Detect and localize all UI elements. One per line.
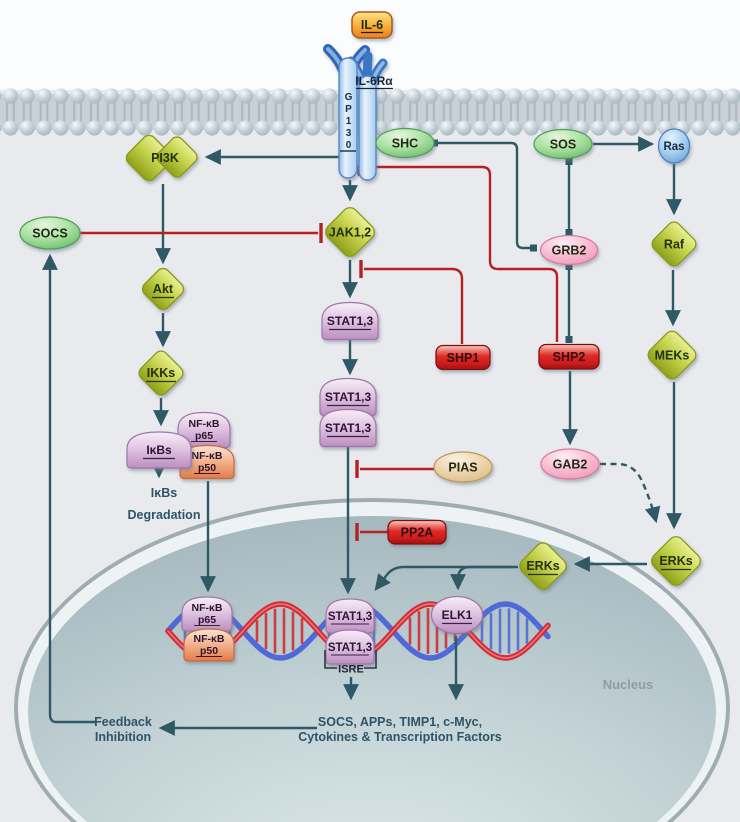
node-stat-dimer-bottom: STAT1,3 <box>319 408 377 448</box>
shp1-label: SHP1 <box>447 351 480 365</box>
node-erks-cytoplasm: ERKs <box>651 536 701 586</box>
nfkb-label: NF-κB <box>194 633 225 645</box>
node-jak: JAK1,2 <box>325 207 375 257</box>
gp130-stem <box>338 57 358 179</box>
arrow-gab2-to-erks <box>600 462 661 524</box>
gp130-label: GP130 <box>343 92 354 152</box>
ikks-label: IKKs <box>147 366 176 380</box>
activation-arrows <box>42 136 682 736</box>
node-nfkb-p50-nucleus: NF-κB p50 <box>183 628 235 662</box>
il6-label: IL-6 <box>361 18 383 32</box>
raf-label: Raf <box>664 238 685 252</box>
socs-label: SOCS <box>32 227 67 241</box>
ikbs-label: IκBs <box>146 443 172 457</box>
feedback-inhibition-text: Feedback Inhibition <box>94 715 152 744</box>
gene-products-text: SOCS, APPs, TIMP1, c-Myc, Cytokines & Tr… <box>298 715 502 744</box>
nucleus-label: Nucleus <box>603 677 654 692</box>
svg-text:IκBs: IκBs <box>151 486 177 500</box>
erks-label: ERKs <box>526 559 559 573</box>
ras-label: Ras <box>663 141 684 153</box>
il6ra-label: IL-6Rα <box>355 74 393 88</box>
node-socs: SOCS <box>19 216 81 250</box>
receptor-complex <box>323 44 388 181</box>
node-shp1: SHP1 <box>435 344 491 371</box>
stat-label: STAT1,3 <box>325 421 372 435</box>
node-nfkb-p50: NF-κB p50 <box>179 444 235 480</box>
svg-text:Cytokines & Transcription Fact: Cytokines & Transcription Factors <box>298 730 502 744</box>
node-meks: MEKs <box>647 330 697 380</box>
stat-label: STAT1,3 <box>328 642 372 654</box>
grb2-label: GRB2 <box>552 244 587 258</box>
isre-label: ISRE <box>338 664 364 676</box>
inhibit-shp1-jakstat <box>364 267 464 344</box>
gab2-label: GAB2 <box>553 458 588 472</box>
node-il6: IL-6 <box>351 11 393 39</box>
inhibit-shp2-receptor <box>363 165 559 342</box>
isre-bracket <box>324 650 377 669</box>
node-erks-nucleus: ERKs <box>519 542 567 590</box>
node-stat-1: STAT1,3 <box>321 301 379 341</box>
node-stat-dimer-top: STAT1,3 <box>319 377 377 417</box>
nfkb-label: NF-κB <box>192 450 223 462</box>
p65-label: p65 <box>195 430 213 442</box>
svg-text:Inhibition: Inhibition <box>95 730 151 744</box>
svg-text:Degradation: Degradation <box>128 508 201 522</box>
node-elk1: ELK1 <box>430 595 484 635</box>
p50-label: p50 <box>200 645 218 657</box>
erks-label: ERKs <box>659 554 692 568</box>
node-pp2a: PP2A <box>387 519 447 545</box>
arrow-feedback-to-socs <box>42 253 96 724</box>
pias-label: PIAS <box>448 461 477 475</box>
pi3k-label: PI3K <box>151 151 179 165</box>
il6ra-stem <box>358 75 377 181</box>
sos-label: SOS <box>550 138 576 152</box>
node-grb2: GRB2 <box>539 234 599 266</box>
jak-label: JAK1,2 <box>329 226 371 240</box>
connector-shc-grb2 <box>436 141 531 250</box>
node-stat-nucleus-bottom: STAT1,3 <box>325 629 375 665</box>
node-sos: SOS <box>533 128 593 160</box>
node-gab2: GAB2 <box>540 448 600 480</box>
node-stat-nucleus-top: STAT1,3 <box>325 598 375 634</box>
node-shp2: SHP2 <box>538 343 600 370</box>
node-raf: Raf <box>651 221 697 267</box>
p65-label: p65 <box>198 614 216 626</box>
stat-label: STAT1,3 <box>327 314 374 328</box>
shp2-label: SHP2 <box>553 350 586 364</box>
pp2a-label: PP2A <box>401 526 434 540</box>
elk1-label: ELK1 <box>442 608 473 622</box>
meks-label: MEKs <box>655 349 690 363</box>
stat-label: STAT1,3 <box>328 611 372 623</box>
node-ikks: IKKs <box>138 350 184 396</box>
svg-text:Feedback: Feedback <box>94 715 152 729</box>
ikbs-degradation-text: IκBs Degradation <box>128 486 201 522</box>
inhibition-lines <box>80 158 559 541</box>
node-ikbs: IκBs <box>126 431 192 469</box>
node-akt: Akt <box>141 267 185 311</box>
p50-label: p50 <box>198 462 216 474</box>
shc-label: SHC <box>392 137 418 151</box>
node-pias: PIAS <box>433 451 493 483</box>
akt-label: Akt <box>153 282 174 296</box>
node-shc: SHC <box>375 127 435 159</box>
node-nfkb-p65-nucleus: NF-κB p65 <box>181 596 233 632</box>
arrow-erks-to-stat <box>374 565 512 591</box>
svg-text:SOCS, APPs, TIMP1, c-Myc,: SOCS, APPs, TIMP1, c-Myc, <box>318 715 482 729</box>
nfkb-label: NF-κB <box>189 418 220 430</box>
nfkb-label: NF-κB <box>192 602 223 614</box>
stat-label: STAT1,3 <box>325 390 372 404</box>
node-ras: Ras <box>657 128 691 164</box>
node-pi3k: PI3K <box>125 134 198 182</box>
